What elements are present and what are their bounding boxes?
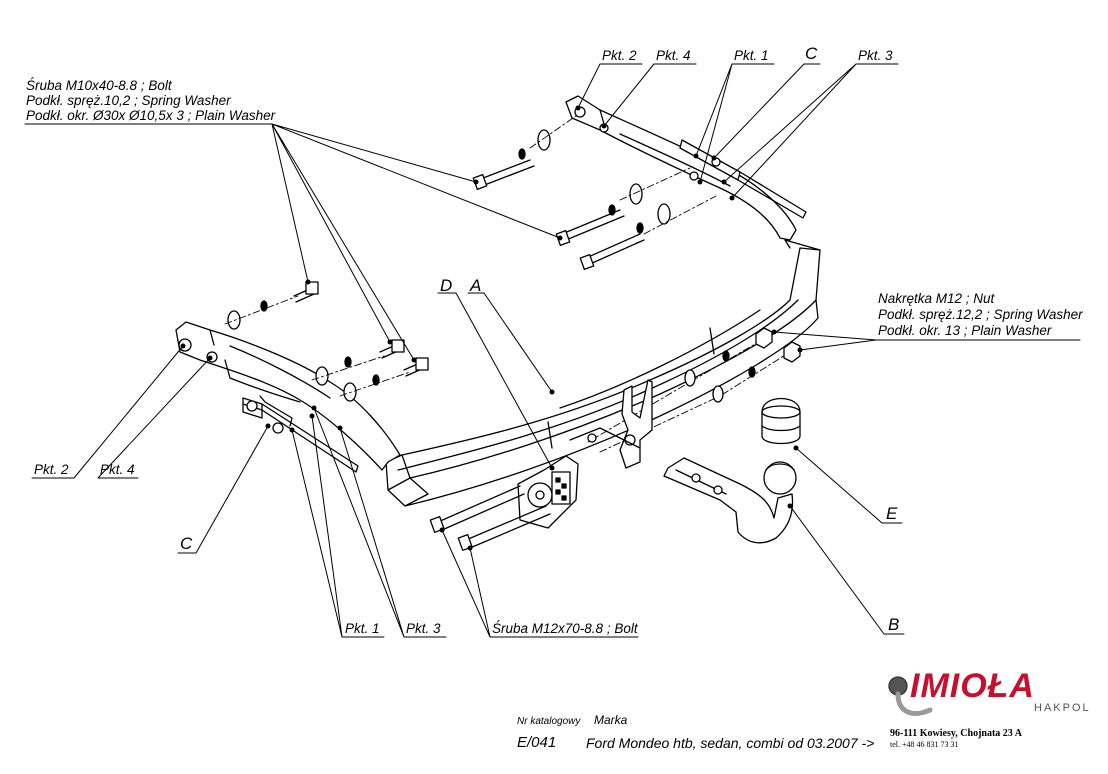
label-b: B — [888, 615, 900, 634]
callout-bolt-m10-2: Podkł. spręż.10,2 ; Spring Washer — [26, 93, 231, 108]
socket-plate — [517, 455, 579, 529]
company-address: 96-111 Kowiesy, Chojnata 23 A — [890, 728, 1022, 739]
hakpol-logo-mark — [888, 676, 933, 716]
tow-arm-mount — [569, 379, 653, 469]
company-phone: tel. +48 46 831 73 31 — [890, 740, 959, 749]
callout-bolt-m10-3: Podkł. okr. Ø30x Ø10,5x 3 ; Plain Washer — [26, 108, 276, 123]
make-value: Ford Mondeo htb, sedan, combi od 03.2007… — [586, 735, 875, 751]
callout-bolt-m10-1: Śruba M10x40-8.8 ; Bolt — [26, 78, 172, 93]
brand-logo: IMIOŁA — [910, 667, 1035, 705]
label-a: A — [470, 276, 482, 295]
label-pkt2-left: Pkt. 2 — [34, 462, 69, 477]
left-clamp-plate — [242, 395, 359, 473]
label-pkt2-top: Pkt. 2 — [602, 48, 637, 63]
label-d: D — [440, 276, 453, 295]
bolts-m10 — [227, 129, 671, 402]
catalog-value: E/041 — [517, 734, 557, 751]
callout-nut-1: Nakrętka M12 ; Nut — [878, 291, 995, 306]
label-pkt3-bottom: Pkt. 3 — [406, 621, 441, 636]
callout-nut-3: Podkł. okr. 13 ; Plain Washer — [878, 323, 1052, 338]
label-c-left: C — [180, 534, 193, 553]
crossbar — [385, 239, 821, 507]
bolts-m12 — [429, 485, 551, 551]
catalog-label: Nr katalogowy — [517, 716, 581, 727]
label-pkt4-top: Pkt. 4 — [656, 48, 691, 63]
callout-nut-2: Podkł. spręż.12,2 ; Spring Washer — [878, 307, 1083, 322]
callout-bolt-m12: Śruba M12x70-8.8 ; Bolt — [492, 621, 638, 636]
label-e: E — [886, 504, 898, 523]
label-pkt1-bottom: Pkt. 1 — [345, 621, 380, 636]
label-pkt4-left: Pkt. 4 — [100, 462, 135, 477]
label-c-top: C — [805, 44, 818, 63]
left-bracket — [175, 321, 401, 471]
ball-cover — [761, 398, 801, 445]
arrowheads — [180, 105, 803, 551]
tow-ball-arm — [663, 457, 797, 544]
label-pkt3-top: Pkt. 3 — [858, 48, 893, 63]
leader-lines — [24, 63, 1081, 638]
label-pkt1-top: Pkt. 1 — [734, 48, 769, 63]
nuts-m12 — [684, 327, 801, 403]
brand-sub: HAKPOL — [1034, 702, 1091, 714]
make-label: Marka — [594, 713, 628, 727]
